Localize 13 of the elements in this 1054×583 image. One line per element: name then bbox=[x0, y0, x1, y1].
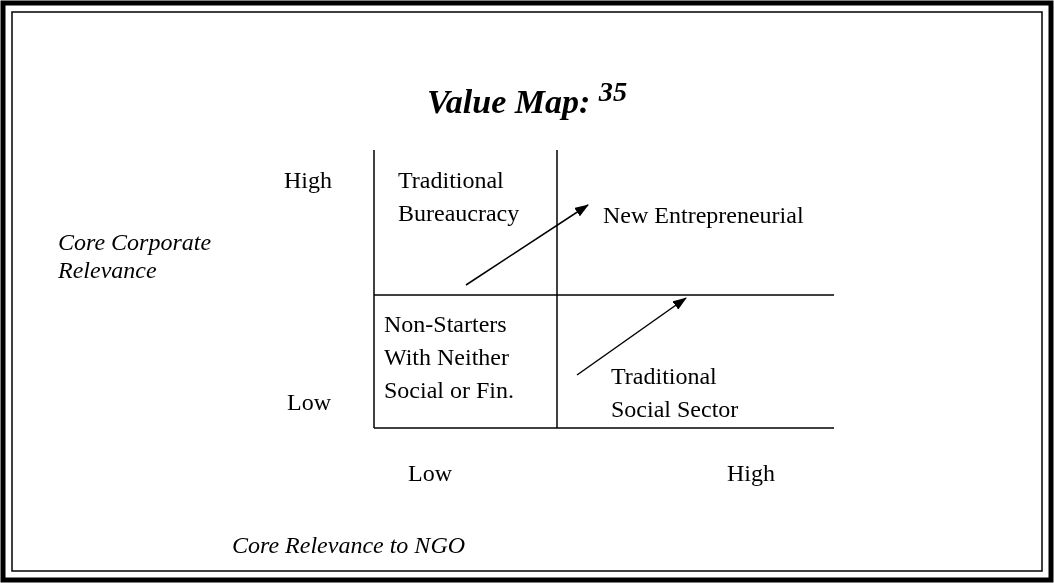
diagram-title: Value Map: $^{35}$ bbox=[426, 83, 628, 121]
quadrant-label: New Entrepreneurial bbox=[602, 201, 805, 230]
axis-title: Core Corporate Relevance bbox=[58, 228, 213, 284]
axis-title: Core Relevance to NGO bbox=[232, 531, 466, 559]
axis-label: Low bbox=[287, 388, 331, 416]
arrow bbox=[576, 297, 687, 376]
axis-label: High bbox=[284, 166, 332, 194]
quadrant-label: Traditional Social Sector bbox=[610, 362, 740, 422]
axis-label: Low bbox=[408, 459, 452, 487]
quadrant-label: Non-Starters With Neither Social or Fin. bbox=[384, 310, 515, 405]
arrow bbox=[465, 204, 589, 286]
axis-label: High bbox=[727, 459, 775, 487]
quadrant-label: Traditional Bureaucracy bbox=[397, 166, 521, 228]
